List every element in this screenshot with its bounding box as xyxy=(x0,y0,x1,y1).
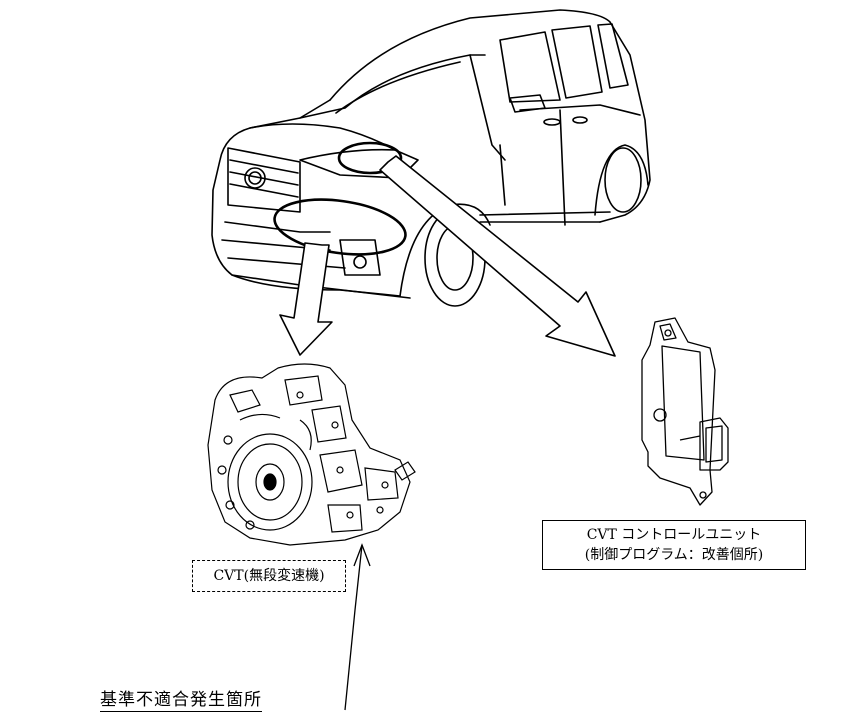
pointer-arrow-issue xyxy=(344,543,371,711)
ecu-label-line1: CVT コントロールユニット xyxy=(586,527,762,543)
issue-location-label: 基準不適合発生箇所 xyxy=(100,690,262,712)
highlight-marks xyxy=(273,141,407,256)
arrow-to-cvt xyxy=(279,242,333,356)
minivan-illustration xyxy=(211,9,651,307)
cvt-illustration xyxy=(207,363,416,546)
ecu-label-line2: (制御プログラム：改善個所) xyxy=(584,547,764,563)
ecu-label: CVT コントロールユニット (制御プログラム：改善個所) xyxy=(542,520,806,570)
ecu-illustration xyxy=(641,317,729,506)
torque-converter xyxy=(227,433,313,531)
arrow-to-ecu xyxy=(379,155,616,357)
ecu-connector xyxy=(699,417,729,471)
cvt-label-text: CVT(無段変速機) xyxy=(213,568,325,584)
highlight-ellipse-ecu xyxy=(337,141,403,175)
cvt-label: CVT(無段変速機) xyxy=(192,560,346,592)
highlight-ellipse-transmission xyxy=(273,198,407,256)
